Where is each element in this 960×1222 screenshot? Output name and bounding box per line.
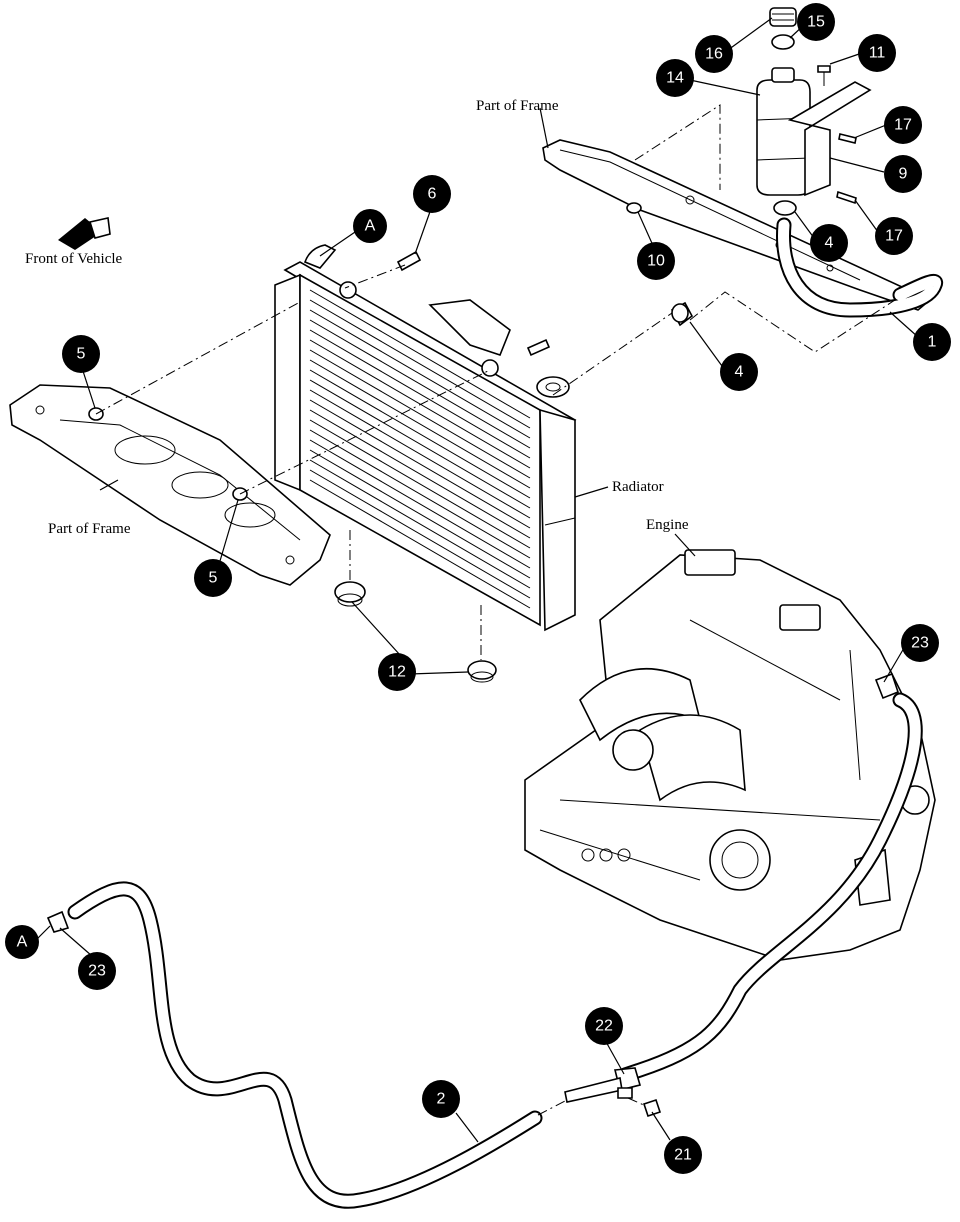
svg-text:4: 4	[735, 364, 744, 381]
svg-text:4: 4	[825, 235, 834, 252]
engine	[524, 549, 936, 961]
grommet-12-lower	[467, 660, 497, 683]
svg-text:10: 10	[647, 253, 665, 270]
callout-12: 12	[378, 653, 416, 691]
callout-a-bottom: A	[5, 925, 39, 959]
drain-plug-21	[642, 1098, 662, 1118]
svg-text:22: 22	[595, 1018, 613, 1035]
callout-15: 15	[797, 3, 835, 41]
grommet-10	[626, 202, 642, 214]
svg-text:17: 17	[885, 228, 903, 245]
dashed-bolt-6-line	[344, 264, 406, 289]
engine-label: Engine	[646, 517, 689, 533]
svg-text:12: 12	[388, 664, 406, 681]
callout-9: 9	[884, 155, 922, 193]
hose-fitting-23-left	[46, 910, 70, 933]
grommet-12-upper	[334, 581, 366, 607]
front-of-vehicle-label: Front of Vehicle	[25, 251, 123, 267]
svg-text:15: 15	[807, 14, 825, 31]
callout-16: 16	[695, 35, 733, 73]
dashed-frame-to-radiator-upper	[95, 301, 301, 415]
dashed-hose-2-to-tee	[537, 1099, 568, 1116]
callout-1: 1	[913, 323, 951, 361]
hose-2	[67, 881, 543, 1209]
callout-4-top: 4	[810, 224, 848, 262]
dashed-path-clamp-to-hose	[689, 291, 896, 353]
leader-lines	[35, 17, 919, 1143]
frame-rail-top	[542, 139, 932, 311]
svg-text:23: 23	[88, 963, 106, 980]
svg-text:17: 17	[894, 117, 912, 134]
hose-clamp-4-top	[773, 200, 797, 216]
callout-17-lower: 17	[875, 217, 913, 255]
frame-mount-rectangle-dashed	[634, 104, 721, 190]
bolt-radiator-side	[526, 338, 551, 357]
callout-11: 11	[858, 34, 896, 72]
callout-6: 6	[413, 175, 451, 213]
callout-2: 2	[422, 1080, 460, 1118]
dashed-tee-to-drain	[627, 1097, 647, 1107]
reservoir-bracket	[787, 81, 872, 197]
hose-fitting-23-engine	[874, 672, 899, 700]
svg-text:2: 2	[437, 1091, 446, 1108]
svg-text:11: 11	[869, 45, 886, 62]
svg-text:A: A	[365, 218, 376, 235]
callout-a-top: A	[353, 209, 387, 243]
callout-14: 14	[656, 59, 694, 97]
svg-text:14: 14	[666, 70, 684, 87]
svg-text:6: 6	[428, 186, 437, 203]
frame-part-left	[9, 384, 331, 586]
callout-5-lower: 5	[194, 559, 232, 597]
dashed-frame-to-radiator-lower	[239, 369, 491, 495]
callout-5-upper: 5	[62, 335, 100, 373]
hose-engine-to-tee	[617, 692, 923, 1083]
svg-text:1: 1	[928, 334, 937, 351]
part-of-frame-top-label: Part of Frame	[476, 98, 559, 114]
front-of-vehicle-arrow	[58, 217, 111, 250]
dashed-clamp-to-radiator	[552, 312, 673, 396]
reservoir-gasket	[771, 34, 795, 50]
svg-text:21: 21	[674, 1147, 692, 1164]
bolt-11	[817, 65, 831, 86]
svg-text:5: 5	[77, 346, 86, 363]
screw-17-lower	[836, 190, 857, 205]
svg-text:23: 23	[911, 635, 929, 652]
radiator-label: Radiator	[612, 479, 664, 495]
callout-23-engine: 23	[901, 624, 939, 662]
hose-clamp-4-mid	[670, 301, 694, 327]
svg-text:9: 9	[899, 166, 908, 183]
callout-21: 21	[664, 1136, 702, 1174]
hose-1	[776, 217, 944, 318]
callout-22: 22	[585, 1007, 623, 1045]
svg-text:A: A	[17, 934, 28, 951]
coolant-reservoir	[756, 67, 811, 196]
svg-text:16: 16	[705, 46, 723, 63]
radiator	[274, 244, 577, 632]
part-of-frame-left-label: Part of Frame	[48, 521, 131, 537]
callout-17-upper: 17	[884, 106, 922, 144]
svg-text:5: 5	[209, 570, 218, 587]
screw-17-upper	[838, 133, 857, 144]
bolt-6	[396, 250, 422, 272]
callout-4-mid: 4	[720, 353, 758, 391]
callout-23-left: 23	[78, 952, 116, 990]
tee-fitting-22	[564, 1067, 642, 1103]
callout-10: 10	[637, 242, 675, 280]
reservoir-cap	[769, 7, 797, 27]
